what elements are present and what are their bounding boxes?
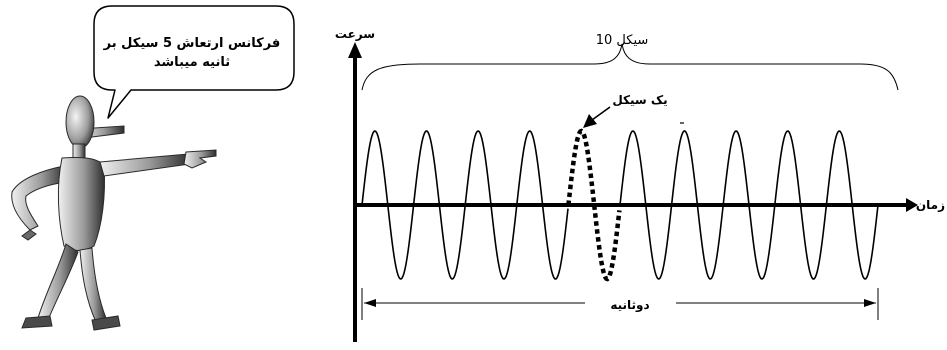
speech-bubble-text: فرکانس ارتعاش 5 سیکل بر ثانیه میباشد [103, 36, 281, 70]
one-cycle-pointer [591, 106, 611, 121]
speech-bubble [93, 5, 295, 119]
wave-line [361, 130, 879, 280]
duration-label: دوثانیه [610, 298, 649, 313]
one-cycle-pointer-arrowhead [583, 114, 597, 128]
speed-axis-arrowhead [348, 42, 362, 58]
speed-axis-label: سرعت [335, 27, 375, 41]
one-cycle-label: یک سیکل [612, 93, 667, 107]
duration-arrowhead-right [864, 299, 876, 307]
time-axis-label: زمان [916, 198, 945, 212]
ten-cycles-brace [361, 43, 899, 91]
highlighted-cycle [566, 128, 622, 282]
time-axis-arrowhead [906, 198, 918, 212]
cycles-label: سیکل 10 [596, 33, 649, 48]
pointing-man-figure [11, 95, 217, 331]
duration-arrowhead-left [364, 299, 376, 307]
